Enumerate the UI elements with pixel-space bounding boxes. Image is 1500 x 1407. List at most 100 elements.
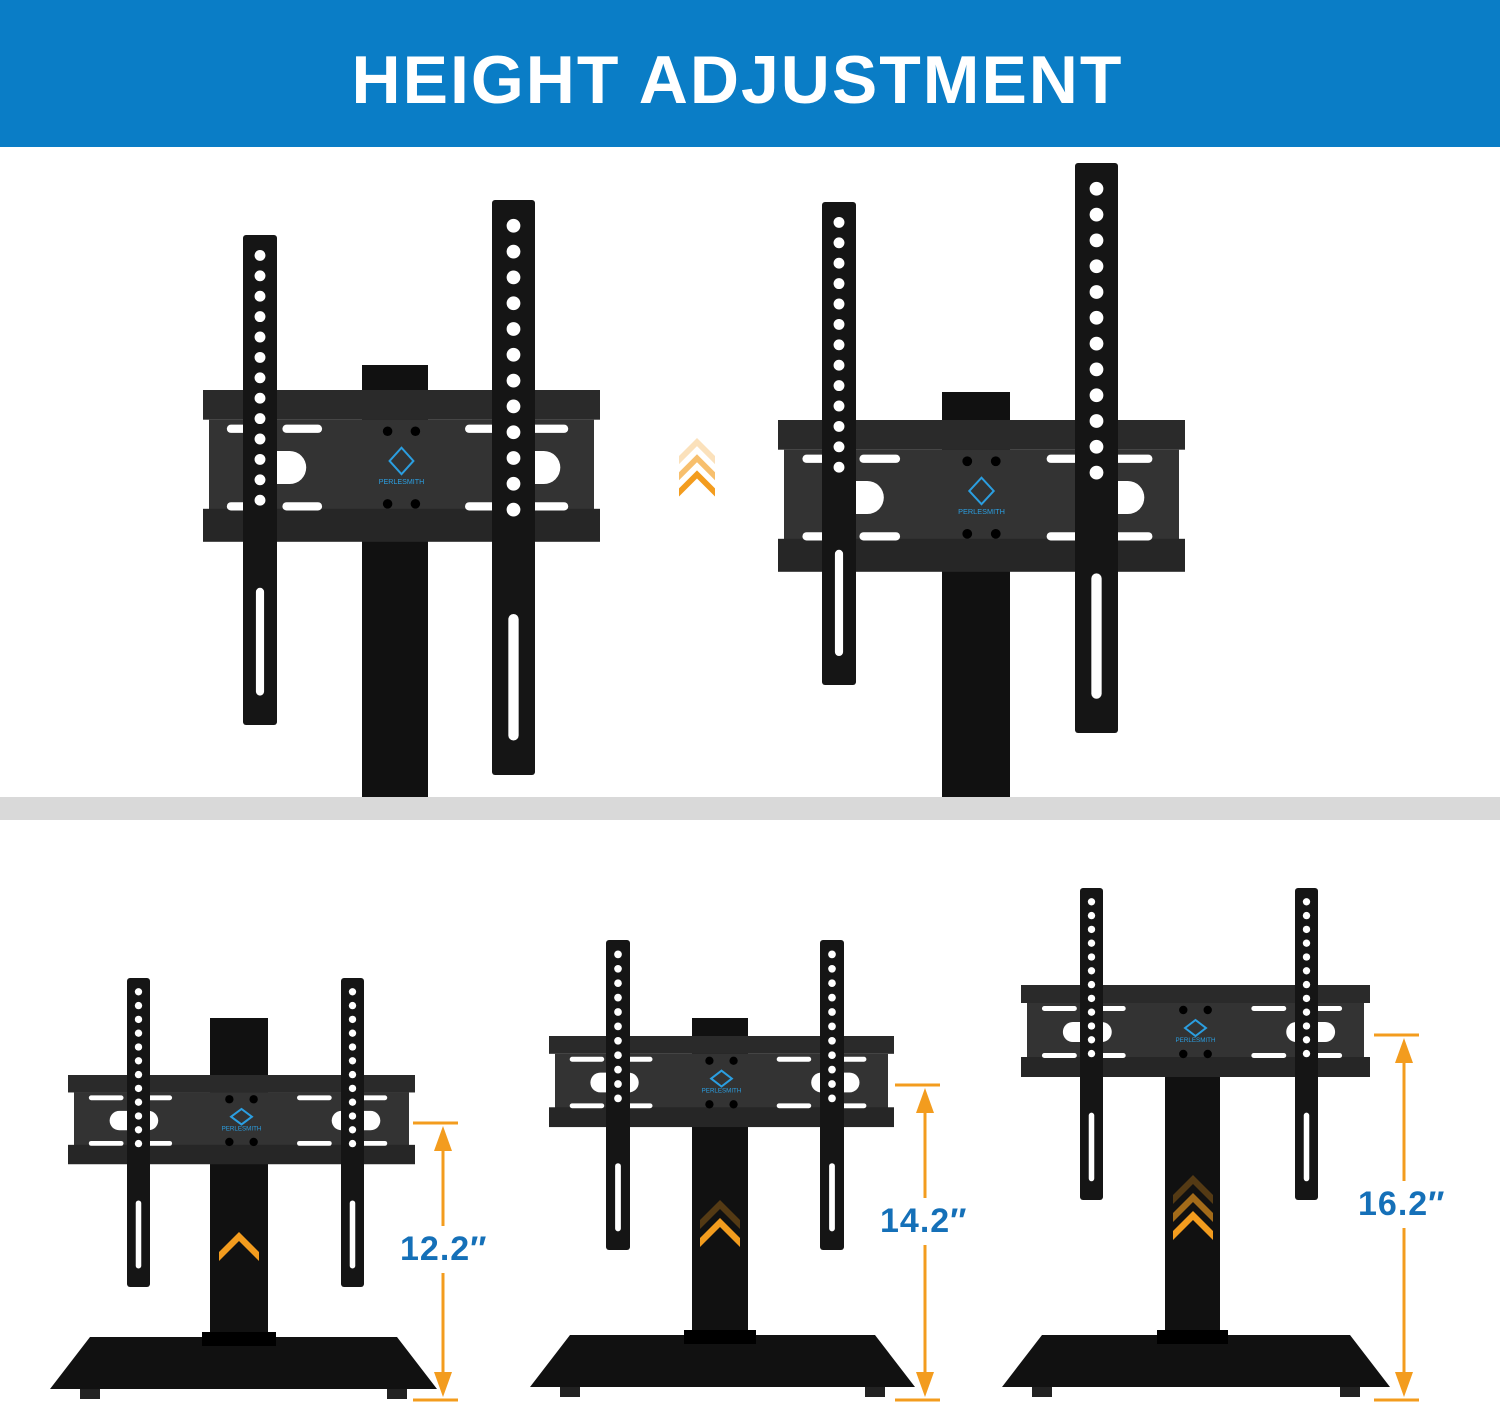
arm-hole	[348, 1015, 357, 1024]
arm-hole	[1302, 1022, 1311, 1030]
brand-logo-icon	[229, 1107, 254, 1126]
plate-slot	[569, 1103, 605, 1109]
screw-hole	[410, 499, 421, 509]
arm-hole	[828, 1051, 836, 1060]
arm-hole	[1087, 1036, 1096, 1044]
screw-hole	[990, 528, 1001, 539]
arm-hole	[1089, 465, 1104, 480]
screw-hole	[382, 499, 393, 509]
arm-hole	[614, 1080, 622, 1088]
arm-hole	[254, 331, 266, 343]
plate-slot	[1111, 454, 1153, 463]
plate-slot	[282, 502, 323, 511]
arrow-down-icon	[916, 1372, 934, 1397]
brand-logo-text: PERLESMITH	[958, 507, 1005, 516]
arm-hole	[348, 1112, 357, 1120]
arm-hole	[1087, 898, 1096, 906]
arm-slot	[135, 1200, 142, 1269]
up-chevron-icon	[219, 1232, 259, 1261]
plate-bottom-flange	[1021, 1057, 1370, 1077]
arm-hole	[506, 296, 521, 311]
arm-hole	[828, 1094, 836, 1103]
screw-hole	[990, 456, 1001, 467]
arm-hole	[1087, 1022, 1096, 1030]
arm-hole	[254, 290, 266, 302]
arm-hole	[1089, 414, 1104, 428]
glass-base	[530, 1335, 915, 1387]
screw-hole	[249, 1095, 258, 1104]
arm-hole	[348, 1070, 357, 1079]
arm-hole	[614, 979, 622, 988]
arm-hole	[348, 1001, 357, 1010]
arm-hole	[134, 1029, 143, 1037]
arm-hole	[1089, 233, 1104, 248]
arm-hole	[614, 1051, 622, 1060]
arm-hole	[348, 1098, 357, 1106]
plate-top-flange	[1021, 985, 1370, 1003]
title-banner: HEIGHT ADJUSTMENT	[0, 0, 1500, 147]
mounting-arm	[1295, 888, 1318, 1200]
screw-hole	[1203, 1049, 1212, 1059]
arm-hole	[828, 1080, 836, 1088]
arm-hole	[833, 359, 845, 371]
base-foot	[560, 1387, 580, 1397]
height-label-lowest: 12.2″	[400, 1226, 488, 1273]
section-divider	[0, 797, 1500, 820]
arm-hole	[134, 988, 143, 996]
pole	[210, 1018, 268, 1340]
arm-hole	[254, 413, 266, 425]
arm-hole	[1302, 939, 1311, 947]
arm-hole	[348, 1126, 357, 1134]
arm-hole	[254, 433, 266, 445]
plate-slot	[528, 502, 569, 511]
arm-hole	[833, 441, 845, 453]
plate-top-flange	[68, 1075, 415, 1093]
arm-hole	[1089, 388, 1104, 403]
arm-slot	[1303, 1112, 1310, 1182]
arm-slot	[615, 1163, 621, 1232]
plate-slot	[776, 1103, 812, 1109]
arm-hole	[614, 993, 622, 1002]
plate-slot	[297, 1095, 332, 1101]
arm-hole	[1302, 994, 1311, 1003]
base-foot	[80, 1389, 100, 1399]
arm-hole	[254, 270, 266, 282]
plate-slot	[88, 1140, 124, 1146]
arm-hole	[833, 339, 845, 351]
plate-slot	[776, 1056, 812, 1062]
arm-slot	[508, 614, 519, 741]
arm-hole	[254, 392, 266, 404]
brand-logo-text: PERLESMITH	[1175, 1037, 1216, 1044]
arm-hole	[614, 1008, 622, 1016]
arm-hole	[254, 311, 266, 323]
screw-hole	[729, 1100, 738, 1109]
screw-hole	[1179, 1005, 1188, 1015]
pole-collar	[1157, 1330, 1228, 1344]
up-chevron-icon	[700, 1218, 740, 1247]
arm-hole	[614, 950, 622, 959]
arm-hole	[828, 964, 836, 973]
arm-hole	[134, 1084, 143, 1093]
arm-hole	[1302, 1036, 1311, 1044]
arm-hole	[614, 1036, 622, 1045]
arm-hole	[506, 476, 521, 491]
arm-hole	[348, 1084, 357, 1093]
arm-slot	[1088, 1112, 1095, 1182]
arm-hole	[1302, 953, 1311, 961]
pole-collar	[684, 1330, 756, 1344]
arm-hole	[1089, 181, 1104, 196]
arm-hole	[506, 451, 521, 465]
arm-hole	[833, 400, 845, 412]
screw-hole	[1203, 1005, 1212, 1015]
arm-hole	[833, 318, 845, 330]
arm-hole	[614, 1094, 622, 1103]
plate-slot	[297, 1140, 332, 1146]
arm-hole	[348, 1139, 357, 1148]
base-foot	[387, 1389, 407, 1399]
screw-hole	[705, 1100, 714, 1109]
plate-slot	[1251, 1006, 1287, 1011]
up-chevron-icon	[679, 438, 715, 465]
arm-hole	[134, 1126, 143, 1134]
